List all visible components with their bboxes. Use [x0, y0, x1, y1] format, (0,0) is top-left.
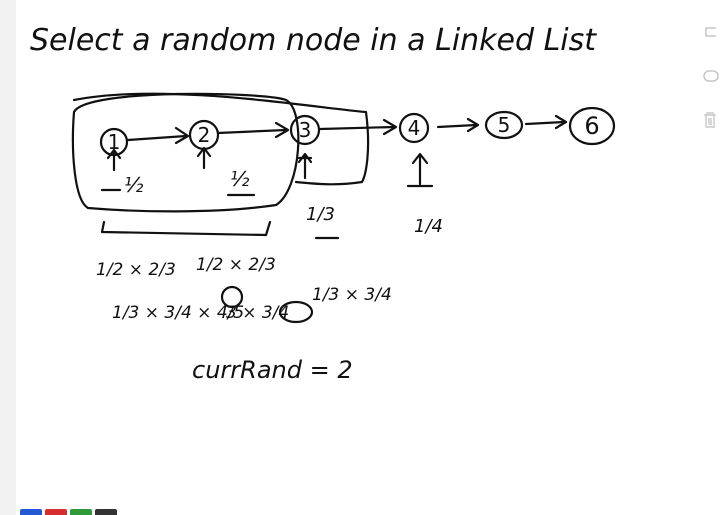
group-box-1	[71, 92, 300, 213]
group-box-2	[72, 92, 370, 186]
redo-icon[interactable]	[700, 66, 720, 86]
arrow-5-6	[524, 114, 568, 130]
green-swatch[interactable]	[70, 509, 92, 515]
equation-5: 1/3 × 3/4	[312, 285, 392, 305]
node-2-label: 2	[198, 123, 211, 147]
black-swatch[interactable]	[95, 509, 117, 515]
node-6: 6	[568, 106, 616, 146]
pointer-4	[406, 152, 434, 188]
underline-strokes	[100, 188, 340, 240]
equation-4-text: 3 × 3/4	[226, 303, 289, 323]
undo-icon[interactable]	[700, 22, 720, 42]
prob-node-3: 1/3	[306, 204, 335, 225]
equation-1: 1/2 × 2/3	[96, 260, 176, 280]
right-toolbar	[696, 0, 720, 515]
node-6-label: 6	[584, 112, 599, 140]
trash-icon[interactable]	[700, 110, 720, 130]
pointer-2	[196, 146, 212, 170]
pointer-1	[106, 148, 122, 172]
title-text: Select a random node in a Linked List	[30, 23, 597, 58]
node-4-label: 4	[408, 116, 421, 140]
curr-rand-text: currRand = 2	[192, 356, 353, 384]
pointer-3	[297, 152, 313, 180]
node-3: 3	[289, 114, 321, 146]
arrow-1-2	[126, 126, 190, 145]
prob-node-4: 1/4	[414, 216, 443, 237]
node-5: 5	[484, 110, 524, 140]
node-5-label: 5	[498, 113, 511, 137]
node-4: 4	[398, 112, 430, 144]
range-bracket	[100, 220, 272, 237]
red-swatch[interactable]	[45, 509, 67, 515]
blue-swatch[interactable]	[20, 509, 42, 515]
color-palette	[20, 509, 117, 515]
prob-node-2: ½	[230, 167, 250, 191]
handwriting-layer: Select a random node in a Linked List 1 …	[30, 23, 616, 384]
equation-3: 1/3 × 3/4 × 4/5	[112, 303, 244, 323]
drawing-canvas[interactable]: Select a random node in a Linked List 1 …	[16, 0, 696, 515]
node-2: 2	[188, 119, 220, 151]
equation-4: 3 × 3/4	[220, 285, 314, 324]
equation-2: 1/2 × 2/3	[196, 255, 276, 275]
arrow-2-3	[216, 121, 290, 139]
node-3-label: 3	[299, 118, 312, 142]
prob-node-1: ½	[124, 173, 144, 197]
arrow-3-4	[318, 118, 398, 136]
arrow-4-5	[436, 117, 480, 133]
node-1-label: 1	[108, 130, 121, 154]
